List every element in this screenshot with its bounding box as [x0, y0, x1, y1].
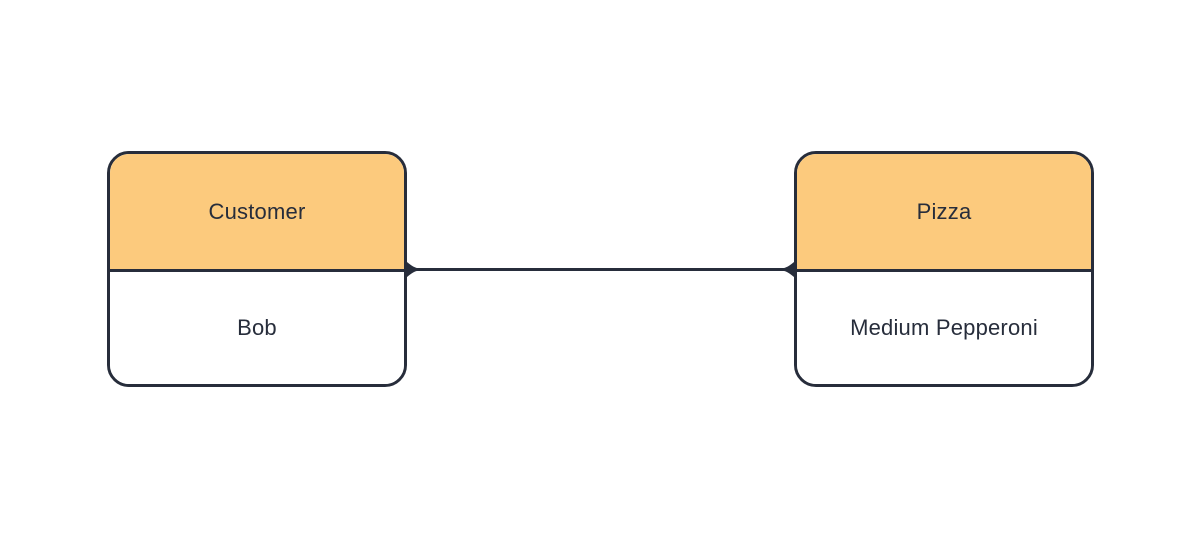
entity-card-pizza[interactable]: Pizza Medium Pepperoni [794, 151, 1094, 387]
entity-body-pizza: Medium Pepperoni [797, 272, 1091, 384]
entity-title-pizza: Pizza [916, 198, 972, 224]
entity-attribute-pizza: Medium Pepperoni [850, 315, 1038, 340]
entity-body-customer: Bob [110, 272, 404, 384]
relationship-connector[interactable] [405, 258, 797, 282]
entity-title-customer: Customer [208, 198, 306, 224]
entity-card-customer[interactable]: Customer Bob [107, 151, 407, 387]
entity-attribute-customer: Bob [237, 315, 277, 340]
entity-header-pizza: Pizza [797, 154, 1091, 272]
connector-flare-left [407, 262, 424, 277]
entity-header-customer: Customer [110, 154, 404, 272]
connector-flare-right [777, 262, 794, 277]
